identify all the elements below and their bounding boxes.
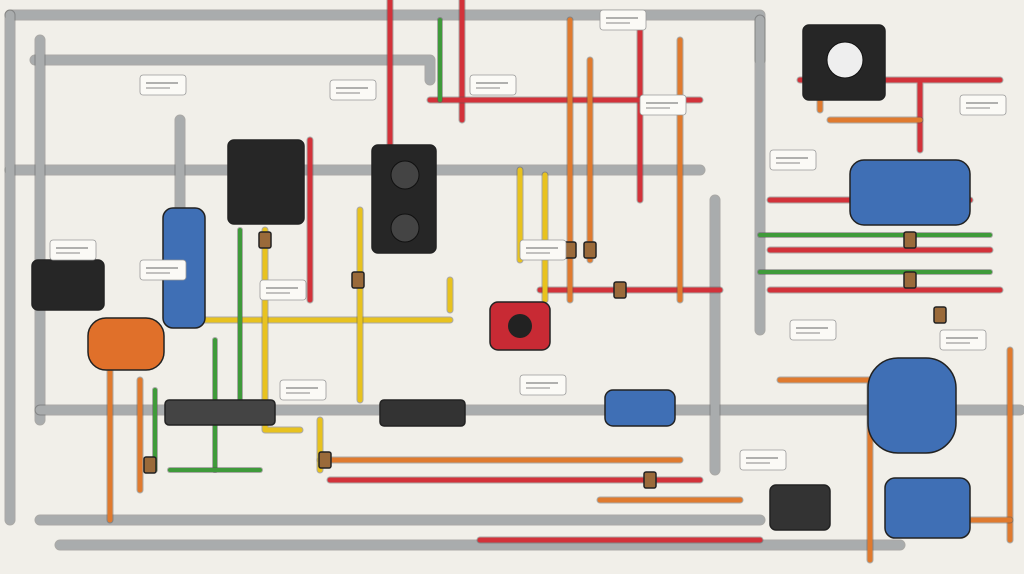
annotation-tag-9 bbox=[939, 329, 987, 351]
orange-motor bbox=[87, 317, 165, 371]
gray-pipe-upper bbox=[30, 55, 435, 85]
annotation-tag-5 bbox=[519, 239, 567, 261]
controller-knob-1 bbox=[390, 160, 420, 190]
valve-5 bbox=[613, 281, 627, 299]
annotation-tag-7 bbox=[769, 149, 817, 171]
gray-pipe-top bbox=[5, 10, 765, 65]
annotation-tag-8 bbox=[789, 319, 837, 341]
annotation-tag-0 bbox=[139, 74, 187, 96]
gauge-dial bbox=[826, 41, 864, 79]
manifold-left bbox=[164, 399, 276, 426]
annotation-tag-13 bbox=[959, 94, 1007, 116]
valve-0 bbox=[258, 231, 272, 249]
controller-knob-2 bbox=[390, 213, 420, 243]
gray-pipe-top-outline bbox=[4, 9, 766, 66]
blue-pump-2 bbox=[867, 357, 957, 454]
annotation-tag-10 bbox=[739, 449, 787, 471]
valve-4 bbox=[583, 241, 597, 259]
annotation-tag-11 bbox=[279, 379, 327, 401]
annotation-tag-15 bbox=[139, 259, 187, 281]
annotation-tag-4 bbox=[259, 279, 307, 301]
valve-9 bbox=[143, 456, 157, 474]
valve-8 bbox=[933, 306, 947, 324]
valve-11 bbox=[643, 471, 657, 489]
red-pump-port bbox=[508, 314, 532, 338]
valve-10 bbox=[318, 451, 332, 469]
blue-pump-3 bbox=[884, 477, 971, 539]
annotation-tag-2 bbox=[469, 74, 517, 96]
controller-box-2 bbox=[371, 144, 437, 254]
annotation-tag-1 bbox=[329, 79, 377, 101]
annotation-tag-14 bbox=[49, 239, 97, 261]
valve-cluster bbox=[769, 484, 831, 531]
annotation-tag-12 bbox=[519, 374, 567, 396]
annotation-tag-3 bbox=[599, 9, 647, 31]
manifold-center bbox=[379, 399, 466, 427]
valve-6 bbox=[903, 231, 917, 249]
annotation-tag-6 bbox=[639, 94, 687, 116]
control-unit-left bbox=[31, 259, 105, 311]
controller-box-1 bbox=[227, 139, 305, 225]
valve-1 bbox=[351, 271, 365, 289]
blue-pump-1 bbox=[849, 159, 971, 226]
valve-7 bbox=[903, 271, 917, 289]
blue-pump-inline bbox=[604, 389, 676, 427]
